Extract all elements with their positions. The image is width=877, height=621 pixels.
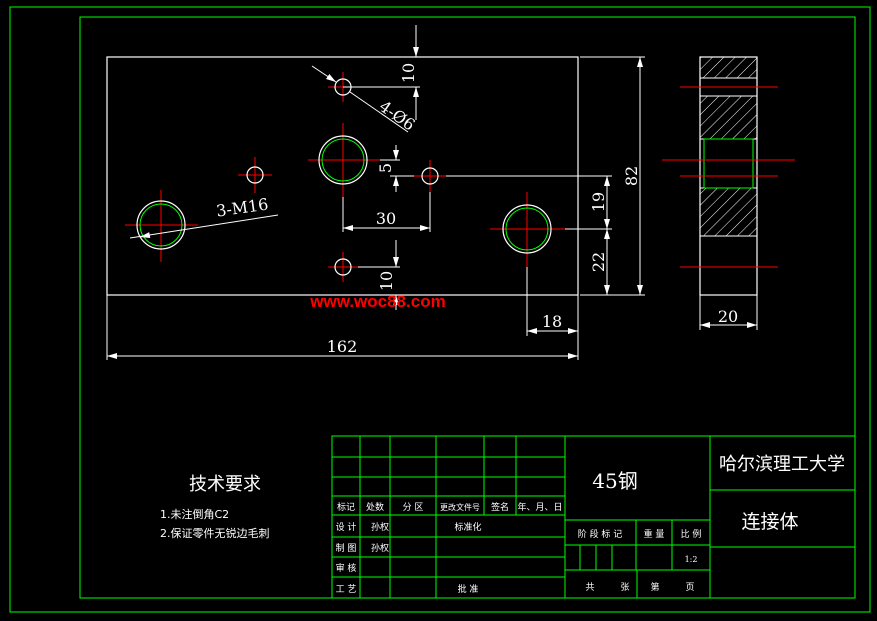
outer-frame	[9, 6, 871, 613]
stage-mark: 阶 段 标 记	[578, 528, 623, 540]
dim-10-top: 10	[399, 63, 418, 83]
dim-4-holes: 4-Ø6	[376, 97, 419, 135]
notes-title: 技术要求	[189, 474, 261, 495]
title-block	[331, 435, 856, 599]
header-doc: 更改文件号	[440, 502, 480, 512]
material: 45钢	[592, 469, 637, 493]
note-1: 1.未注倒角C2	[160, 507, 229, 521]
holes	[136, 78, 552, 276]
sheet-no: 第	[650, 581, 659, 593]
dim-10-bottom: 10	[377, 271, 396, 291]
sheet-page: 页	[685, 582, 694, 593]
dim-22: 22	[589, 252, 608, 272]
row-check: 审 核	[336, 562, 357, 574]
dim-3-m16: 3-M16	[215, 195, 269, 221]
row-standard: 标准化	[454, 521, 481, 533]
dim-162: 162	[327, 337, 358, 356]
row-draw-name: 孙权	[371, 542, 389, 554]
dimension-lines	[106, 25, 645, 360]
dim-82: 82	[622, 166, 641, 186]
part-name: 连接体	[741, 511, 798, 533]
m16-hole-center	[318, 135, 368, 185]
school-name: 哈尔滨理工大学	[719, 454, 845, 475]
row-design: 设 计	[336, 521, 357, 533]
dim-19: 19	[589, 192, 608, 212]
center-lines	[125, 72, 565, 282]
header-mark: 标记	[337, 501, 355, 513]
header-date: 年、月、日	[517, 501, 562, 513]
small-hole-mid	[421, 167, 439, 185]
dim-5: 5	[376, 163, 395, 173]
row-draw: 制 图	[336, 542, 357, 554]
title-block-text: 标记 处数 分 区 更改文件号 签名 年、月、日 设 计 孙权 标准化 制 图 …	[336, 454, 845, 595]
dim-20: 20	[718, 307, 738, 326]
weight-label: 重 量	[644, 528, 665, 540]
row-design-name: 孙权	[371, 521, 389, 533]
row-process: 工 艺	[336, 584, 357, 595]
scale-label: 比 例	[681, 528, 702, 540]
header-zone: 分 区	[403, 502, 424, 513]
watermark: www.woc88.com	[309, 292, 445, 311]
note-2: 2.保证零件无锐边毛刺	[160, 526, 270, 540]
small-hole-bottom	[334, 258, 352, 276]
dim-18: 18	[542, 312, 562, 331]
m16-hole-left	[136, 200, 186, 250]
m16-hole-right	[502, 204, 552, 254]
dim-30: 30	[376, 209, 396, 228]
sheet-total: 共	[585, 582, 594, 593]
side-view: 20	[662, 56, 795, 330]
sheet-zhang: 张	[620, 582, 629, 593]
header-sign: 签名	[491, 501, 509, 513]
header-count: 处数	[366, 501, 384, 513]
tech-requirements: 技术要求 1.未注倒角C2 2.保证零件无锐边毛刺	[160, 474, 270, 540]
row-approve: 批 准	[458, 583, 479, 595]
front-view: 10 4-Ø6 5 82 3-M16 30 19 22 10 18 162 ww…	[106, 25, 645, 360]
small-hole-left	[246, 166, 264, 184]
scale-value: 1:2	[685, 555, 698, 564]
